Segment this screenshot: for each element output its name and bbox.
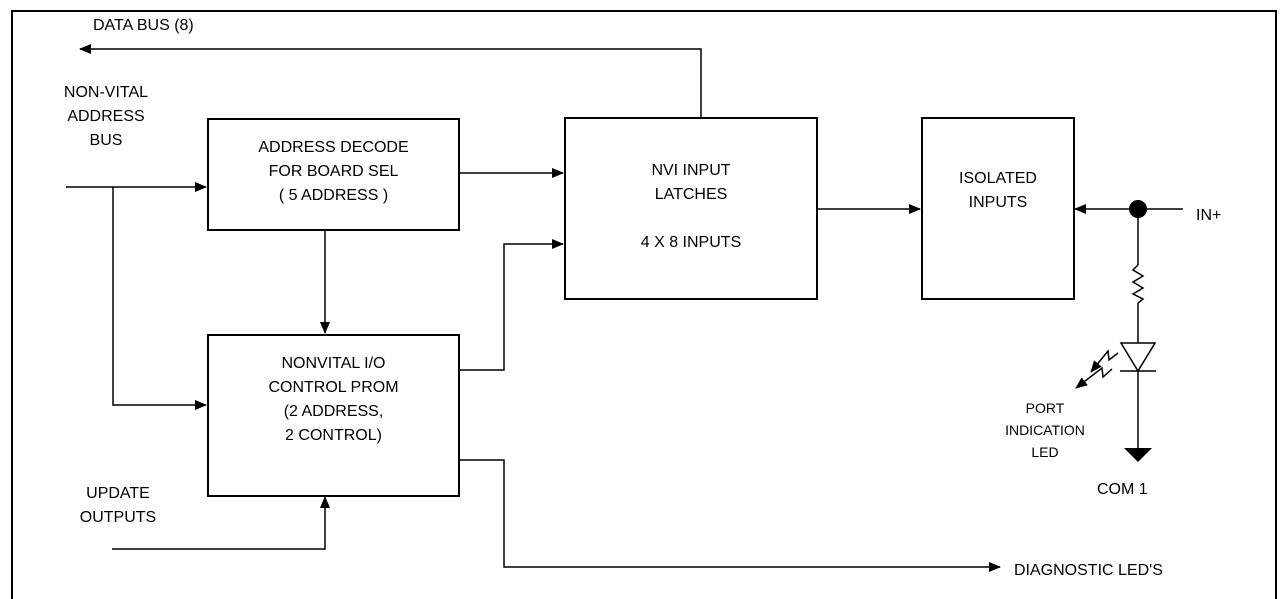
port-label-line-1: PORT bbox=[1025, 400, 1065, 416]
ground-symbol bbox=[1124, 448, 1152, 462]
in-plus-label: IN+ bbox=[1196, 207, 1222, 224]
address-decode-line-3: ( 5 ADDRESS ) bbox=[278, 187, 389, 204]
port-label-line-3: LED bbox=[1031, 444, 1059, 460]
prom-line-2: CONTROL PROM bbox=[268, 379, 399, 396]
resistor bbox=[1131, 264, 1145, 304]
data-bus-line bbox=[79, 44, 702, 118]
port-label-line-2: INDICATION bbox=[1005, 422, 1085, 438]
latches-line-1: NVI INPUT bbox=[651, 162, 731, 179]
led-emission-arrow-2 bbox=[1075, 366, 1113, 389]
update-outputs-line-2: OUTPUTS bbox=[79, 509, 157, 526]
com1-label: COM 1 bbox=[1097, 481, 1148, 498]
latches-line-3 bbox=[566, 207, 816, 231]
latches-line-4: 4 X 8 INPUTS bbox=[640, 234, 742, 251]
update-outputs-label: UPDATE OUTPUTS bbox=[60, 482, 176, 530]
prom-line-1: NONVITAL I/O bbox=[281, 355, 386, 372]
update-outputs-line-1: UPDATE bbox=[86, 485, 150, 502]
diagnostic-leds-label: DIAGNOSTIC LED'S bbox=[1014, 562, 1163, 579]
address-decode-line-2: FOR BOARD SEL bbox=[268, 163, 399, 180]
prom-to-latches-line bbox=[459, 239, 564, 371]
address-bus-label: NON-VITAL ADDRESS BUS bbox=[48, 81, 164, 153]
junction-node bbox=[1129, 200, 1147, 218]
address-bus-label-line-1: NON-VITAL bbox=[63, 84, 149, 101]
prom-line-3: (2 ADDRESS, bbox=[283, 403, 384, 420]
isolated-line-1: ISOLATED bbox=[959, 170, 1037, 187]
address-bus-branch-line bbox=[112, 187, 207, 410]
nvi-latches-block: NVI INPUT LATCHES 4 X 8 INPUTS bbox=[564, 117, 818, 300]
update-outputs-line bbox=[112, 496, 330, 550]
diagnostic-line bbox=[459, 459, 1001, 572]
address-decode-block: ADDRESS DECODE FOR BOARD SEL ( 5 ADDRESS… bbox=[207, 118, 460, 231]
isolated-inputs-block: ISOLATED INPUTS bbox=[921, 117, 1075, 300]
diagram-frame bbox=[11, 10, 1277, 599]
isolated-line-2: INPUTS bbox=[968, 194, 1028, 211]
data-bus-label: DATA BUS (8) bbox=[93, 17, 194, 34]
port-indication-led-label: PORT INDICATION LED bbox=[990, 397, 1100, 463]
address-bus-label-line-2: ADDRESS bbox=[67, 108, 145, 125]
latches-line-2: LATCHES bbox=[654, 186, 728, 203]
address-bus-label-line-3: BUS bbox=[89, 132, 123, 149]
nonvital-prom-block: NONVITAL I/O CONTROL PROM (2 ADDRESS, 2 … bbox=[207, 334, 460, 497]
led-symbol bbox=[1119, 342, 1157, 373]
prom-line-4: 2 CONTROL) bbox=[285, 427, 382, 444]
address-decode-line-1: ADDRESS DECODE bbox=[258, 139, 409, 156]
led-emission-arrow-1 bbox=[1090, 349, 1119, 373]
